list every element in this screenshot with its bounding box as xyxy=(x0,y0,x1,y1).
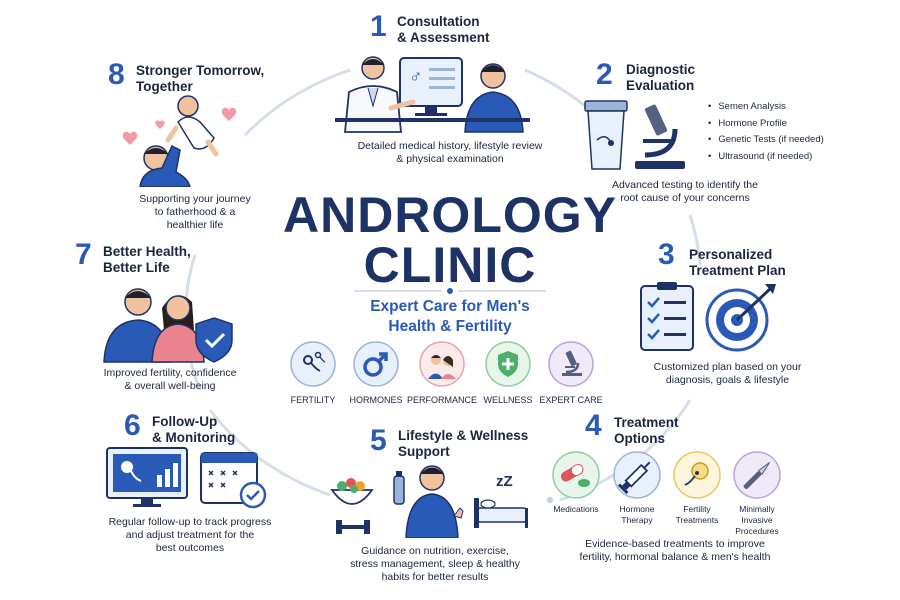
sample-cup-microscope-illustration xyxy=(584,100,685,170)
step-2-title-line1: Diagnostic xyxy=(626,62,696,77)
male-symbol-icon xyxy=(353,341,399,387)
step-7-desc-line1: Improved fertility, confidence xyxy=(103,367,237,379)
step-1-desc-line1: Detailed medical history, lifestyle revi… xyxy=(357,140,543,152)
step-4-title-line1: Treatment xyxy=(614,415,679,430)
step-3-title-line1: Personalized xyxy=(689,247,773,262)
sleep-zz-text: zZ xyxy=(496,473,513,490)
shield-plus-icon xyxy=(485,341,531,387)
step-1-number: 1 xyxy=(370,10,387,43)
title-divider xyxy=(354,288,546,294)
svg-text:♂: ♂ xyxy=(409,66,423,86)
diagnostic-test-item: Genetic Tests (if needed) xyxy=(708,132,823,149)
category-label-fertility: FERTILITY xyxy=(290,395,336,405)
step-1-desc-line2: & physical examination xyxy=(396,153,504,165)
step-5-desc-line3: habits for better results xyxy=(381,571,489,583)
diagnostic-test-item: Semen Analysis xyxy=(708,99,824,116)
scalpel-icon xyxy=(733,451,781,499)
step-6-number: 6 xyxy=(124,409,141,442)
step-5-title-line2: Support xyxy=(398,444,450,459)
step-3-number: 3 xyxy=(658,238,675,271)
step-3-title-line2: Treatment Plan xyxy=(689,263,786,278)
category-label-hormones: HORMONES xyxy=(349,395,403,405)
couple-icon xyxy=(419,341,465,387)
checklist-target-illustration xyxy=(640,282,776,352)
step-2-title-line2: Evaluation xyxy=(626,78,695,93)
step-1-title-line2: & Assessment xyxy=(397,30,490,45)
step-5-title-line1: Lifestyle & Wellness xyxy=(398,428,529,443)
step-8-desc-line3: healthier life xyxy=(166,219,224,231)
subtitle-line1: Expert Care for Men's xyxy=(370,298,530,315)
step-6-desc-line1: Regular follow-up to track progress xyxy=(108,516,272,528)
step-8-title-line2: Together xyxy=(136,79,193,94)
subtitle-line2: Health & Fertility xyxy=(388,318,512,335)
step-7-title-line1: Better Health, xyxy=(103,244,191,259)
step-3-desc-line1: Customized plan based on your xyxy=(653,361,802,373)
step-7-title-line2: Better Life xyxy=(103,260,170,275)
step-4-title-line2: Options xyxy=(614,431,665,446)
category-label-expert-care: EXPERT CARE xyxy=(539,395,603,405)
step-4-desc-line1: Evidence-based treatments to improve xyxy=(585,538,765,550)
lifestyle-illustration: zZ xyxy=(330,465,528,538)
monitoring-illustration xyxy=(106,447,267,509)
step-8-title-line1: Stronger Tomorrow, xyxy=(136,63,265,78)
step-2-desc-line2: root cause of your concerns xyxy=(620,192,750,204)
fertility-icon xyxy=(290,341,336,387)
happy-couple-illustration xyxy=(103,288,233,363)
step-6-title-line2: & Monitoring xyxy=(152,430,236,445)
step-4-number: 4 xyxy=(585,409,602,442)
category-label-performance: PERFORMANCE xyxy=(406,395,477,405)
step-5-number: 5 xyxy=(370,424,387,457)
pills-icon xyxy=(552,451,600,499)
step-7-number: 7 xyxy=(75,238,92,271)
syringe-icon xyxy=(613,451,661,499)
clinic-title-line2: CLINIC xyxy=(363,237,537,293)
step-8-desc-line2: to fatherhood & a xyxy=(154,206,236,218)
step-1-title-line1: Consultation xyxy=(397,14,480,29)
fertility-treatment-icon xyxy=(673,451,721,499)
step-2-desc-line1: Advanced testing to identify the xyxy=(612,179,758,191)
step-2-number: 2 xyxy=(596,58,613,91)
consultation-illustration: ♂ xyxy=(335,56,530,133)
microscope-icon xyxy=(548,341,594,387)
step-7-desc-line2: & overall well-being xyxy=(124,380,216,392)
step-5-desc-line2: stress management, sleep & healthy xyxy=(350,558,520,570)
clinic-title-line1: ANDROLOGY xyxy=(283,187,617,243)
step-8-desc-line1: Supporting your journey xyxy=(139,193,251,205)
diagnostic-tests-list: Semen Analysis Hormone Profile Genetic T… xyxy=(708,99,824,166)
father-baby-illustration xyxy=(122,95,237,187)
diagnostic-test-item: Hormone Profile xyxy=(708,116,824,133)
step-6-desc-line3: best outcomes xyxy=(155,542,225,554)
option-medications: Medications xyxy=(553,504,599,514)
step-6-title-line1: Follow-Up xyxy=(152,414,218,429)
step-8-number: 8 xyxy=(108,58,125,91)
step-3-desc-line2: diagnosis, goals & lifestyle xyxy=(665,374,790,386)
step-5-desc-line1: Guidance on nutrition, exercise, xyxy=(361,545,509,557)
step-4-desc-line2: fertility, hormonal balance & men's heal… xyxy=(579,551,771,563)
category-label-wellness: WELLNESS xyxy=(483,395,533,405)
diagnostic-test-item: Ultrasound (if needed) xyxy=(708,149,824,166)
step-6-desc-line2: and adjust treatment for the xyxy=(125,529,255,541)
